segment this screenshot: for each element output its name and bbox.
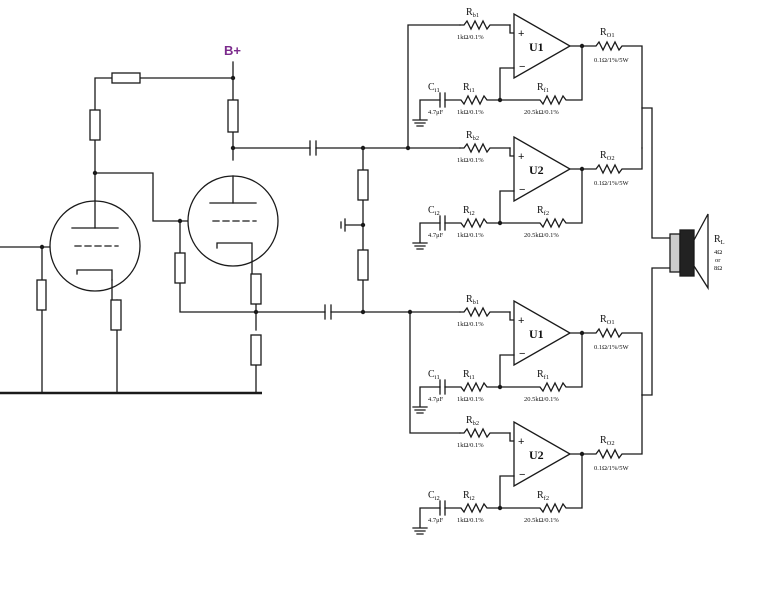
speaker-magnet [669,233,681,273]
rb-value: 1kΩ/0.1% [457,34,484,41]
opamp-block-3: Rb1 1kΩ/0.1% + − U1 RO1 0.1Ω/1%/5W Rf1 2… [412,294,643,414]
rf-value: 20.5kΩ/0.1% [524,517,559,524]
opamp-label: U1 [529,40,544,54]
svg-text:−: − [519,184,525,196]
c-label: Ci2 [428,490,440,502]
ro-label: RO1 [600,314,615,326]
divider-ground [340,218,364,232]
ro-label: RO2 [600,150,615,162]
grid-resistor [36,279,47,311]
c-value: 4.7μF [428,232,444,239]
ro-value: 0.1Ω/1%/5W [594,344,629,351]
rf-value: 20.5kΩ/0.1% [524,232,559,239]
rf-label: Rf1 [537,82,549,94]
opamp-label: U2 [529,448,544,462]
ro-label: RO1 [600,27,615,39]
svg-text:+: + [518,28,524,40]
ri-value: 1kΩ/0.1% [457,109,484,116]
rf-value: 20.5kΩ/0.1% [524,396,559,403]
opamp-U1 [513,12,572,80]
coupling-cap-1 [309,140,317,156]
ri-value: 1kΩ/0.1% [457,232,484,239]
c-label: Ci1 [428,82,440,94]
cathode-resistor-2a [250,273,262,305]
ri-label: Ri1 [463,82,475,94]
opamp-block-1: Rb1 1kΩ/0.1% + − U1 RO1 0.1Ω/1%/5W Rf1 2… [412,7,643,149]
rb-value: 1kΩ/0.1% [457,157,484,164]
feedback-resistor [111,72,141,84]
rf-label: Rf1 [537,369,549,381]
svg-text:+: + [518,151,524,163]
opamp-U2 [513,135,572,203]
c-value: 4.7μF [428,109,444,116]
speaker-load: RL 4Ω or 8Ω [641,107,725,396]
ri-value: 1kΩ/0.1% [457,396,484,403]
svg-text:−: − [519,348,525,360]
tube-stage: B+ [0,24,461,434]
rf-label: Rf2 [537,205,549,217]
ro-label: RO2 [600,435,615,447]
rf-label: Rf2 [537,490,549,502]
plate-resistor-2 [227,99,239,133]
svg-text:+: + [518,315,524,327]
opamp-U2-lower [513,420,572,488]
opamp-block-4: Rb2 1kΩ/0.1% + − U2 RO2 0.1Ω/1%/5W Rf2 2… [412,394,643,535]
opamp-block-2: Rb2 1kΩ/0.1% + − U2 RO2 0.1Ω/1%/5W Rf2 2… [412,130,643,250]
coupling-cap-2 [324,304,332,320]
opamp-label: U1 [529,327,544,341]
supply-label: B+ [224,43,241,58]
opamp-label: U2 [529,163,544,177]
opamp-U1-lower [513,299,572,367]
speaker-coil [679,229,695,277]
rf-value: 20.5kΩ/0.1% [524,109,559,116]
rb-label: Rb2 [466,415,479,427]
ri-label: Ri1 [463,369,475,381]
load-value-3: 8Ω [714,265,722,272]
ro-value: 0.1Ω/1%/5W [594,180,629,187]
tube-1 [49,200,141,292]
load-value-1: 4Ω [714,249,722,256]
c-label: Ci2 [428,205,440,217]
rb-value: 1kΩ/0.1% [457,442,484,449]
c-label: Ci1 [428,369,440,381]
svg-text:+: + [518,436,524,448]
ro-value: 0.1Ω/1%/5W [594,465,629,472]
rb-label: Rb1 [466,294,479,306]
speaker-cone [693,213,709,291]
c-value: 4.7μF [428,396,444,403]
divider-resistor-top [357,169,369,201]
svg-text:−: − [519,61,525,73]
grid-resistor-2 [174,252,186,284]
ri-label: Ri2 [463,490,475,502]
tube-2 [187,175,279,277]
cathode-resistor-1 [110,299,122,331]
divider-resistor-bottom [357,249,369,281]
load-label: RL [714,234,725,246]
load-value-2: or [715,257,721,264]
rb-label: Rb1 [466,7,479,19]
c-value: 4.7μF [428,517,444,524]
ro-value: 0.1Ω/1%/5W [594,57,629,64]
rb-label: Rb2 [466,130,479,142]
ri-value: 1kΩ/0.1% [457,517,484,524]
svg-text:−: − [519,469,525,481]
ri-label: Ri2 [463,205,475,217]
plate-resistor-1 [89,109,101,141]
cathode-resistor-2b [250,334,262,366]
rb-value: 1kΩ/0.1% [457,321,484,328]
